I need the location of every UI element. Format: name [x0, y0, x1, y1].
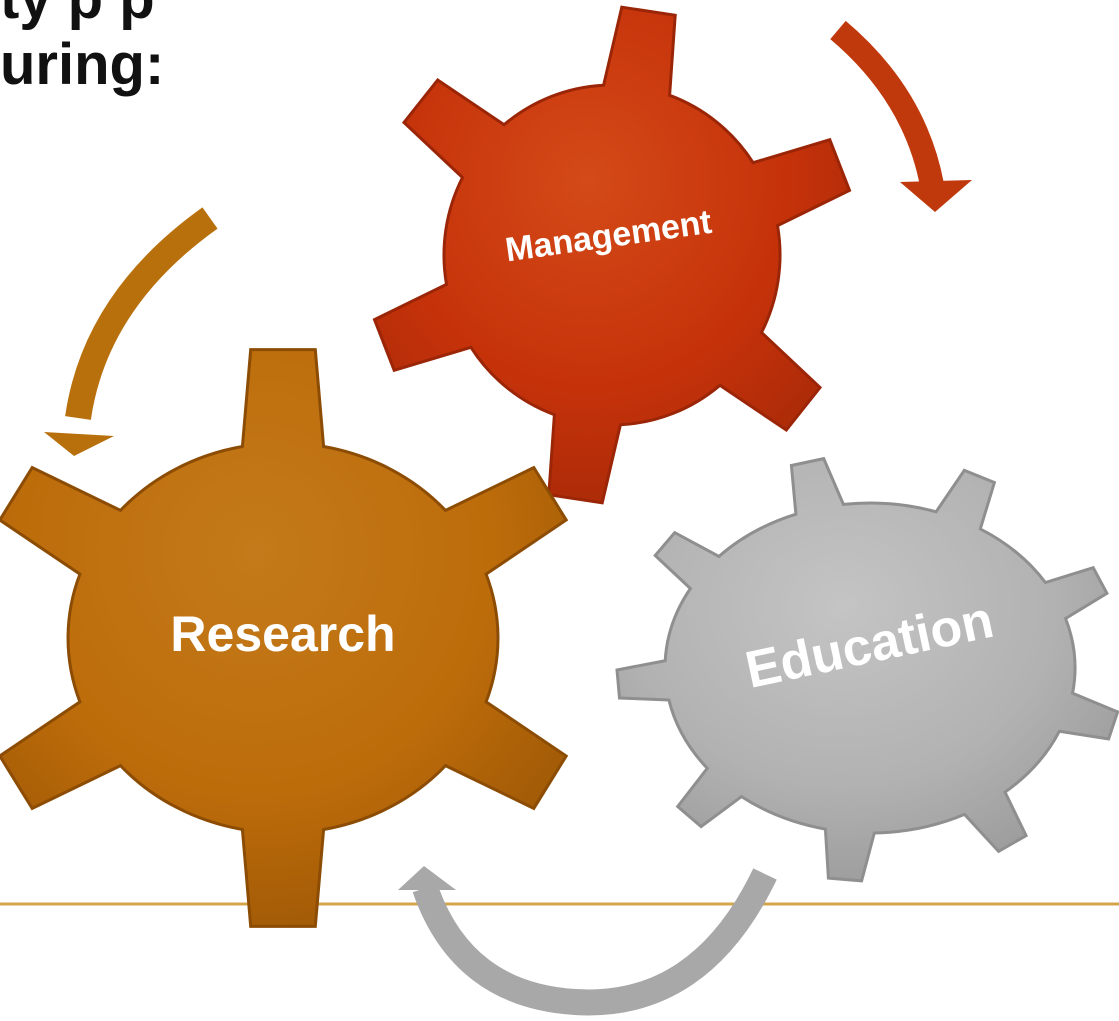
gear-research: Research [0, 348, 569, 928]
heading-line: uring: [0, 32, 165, 97]
arrow-education-to-research [398, 866, 777, 1016]
arrow-management-to-education [830, 20, 972, 212]
gear-label-research: Research [170, 606, 395, 662]
gear-management: Management [372, 5, 852, 505]
heading-partial-line: ty p p [0, 0, 155, 28]
arrow-management-to-research [44, 207, 218, 456]
gear-education: Education [615, 456, 1119, 883]
